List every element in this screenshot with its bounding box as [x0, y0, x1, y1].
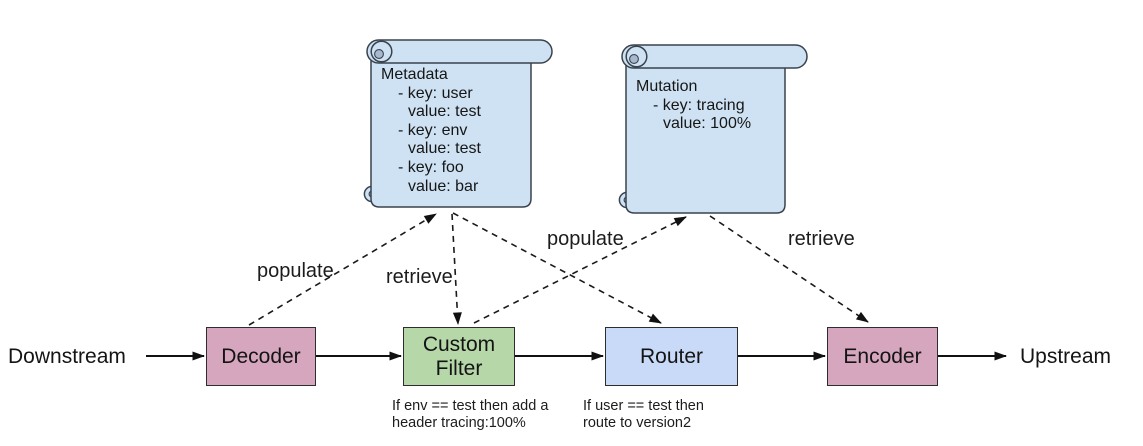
node-custom-filter-label: Custom Filter	[422, 332, 496, 380]
node-router: Router	[605, 327, 738, 386]
scroll-body	[625, 56, 786, 214]
custom-filter-caption: If env == test then add a header tracing…	[392, 398, 548, 431]
mutation-scroll-shape	[618, 44, 808, 214]
node-decoder-label: Decoder	[221, 344, 301, 368]
scroll-body	[370, 51, 532, 208]
scroll-title: Metadata	[381, 66, 448, 83]
scroll-line: value: 100%	[663, 115, 752, 133]
edge-label-populate: populate	[547, 228, 624, 250]
edge-label-retrieve: retrieve	[788, 228, 855, 250]
node-decoder: Decoder	[206, 327, 316, 386]
router-caption: If user == test then route to version2	[583, 398, 704, 431]
edge-label-populate: populate	[257, 260, 334, 282]
node-encoder-label: Encoder	[843, 344, 922, 368]
metadata-scroll-shape	[363, 39, 553, 208]
scroll-line: value: test	[408, 140, 481, 158]
node-custom-filter: Custom Filter	[403, 327, 515, 386]
caption-line: If env == test then add a	[392, 398, 549, 414]
caption-line: header tracing:100%	[392, 414, 526, 431]
scroll-top-curl-core-icon	[629, 54, 639, 64]
edge-label-retrieve: retrieve	[386, 266, 453, 288]
edge-mutation-retrieve-encoder	[709, 215, 869, 323]
edge-metadata-retrieve-filter	[451, 213, 462, 325]
scroll-line: - key: tracing	[653, 96, 745, 114]
caption-line: If user == test then	[583, 398, 704, 414]
scroll-line: value: test	[408, 103, 481, 121]
scroll-top-roll	[621, 44, 808, 69]
metadata-scroll-text: Metadata - key: user value: test - key: …	[381, 66, 481, 196]
node-encoder: Encoder	[827, 327, 938, 386]
caption-line: route to version2	[583, 414, 692, 431]
scroll-line: - key: foo	[398, 158, 464, 176]
scroll-line: value: bar	[408, 177, 479, 195]
scroll-top-roll	[366, 39, 553, 64]
scroll-title: Mutation	[636, 78, 698, 95]
scroll-top-curl-core-icon	[374, 49, 384, 59]
upstream-label: Upstream	[1020, 345, 1112, 368]
mutation-scroll-text: Mutation - key: tracing value: 100%	[636, 78, 751, 134]
downstream-label: Downstream	[8, 345, 126, 368]
node-router-label: Router	[639, 344, 704, 368]
scroll-line: - key: env	[398, 121, 468, 139]
scroll-line: - key: user	[398, 84, 473, 102]
edge-decoder-populate-metadata	[248, 213, 437, 326]
